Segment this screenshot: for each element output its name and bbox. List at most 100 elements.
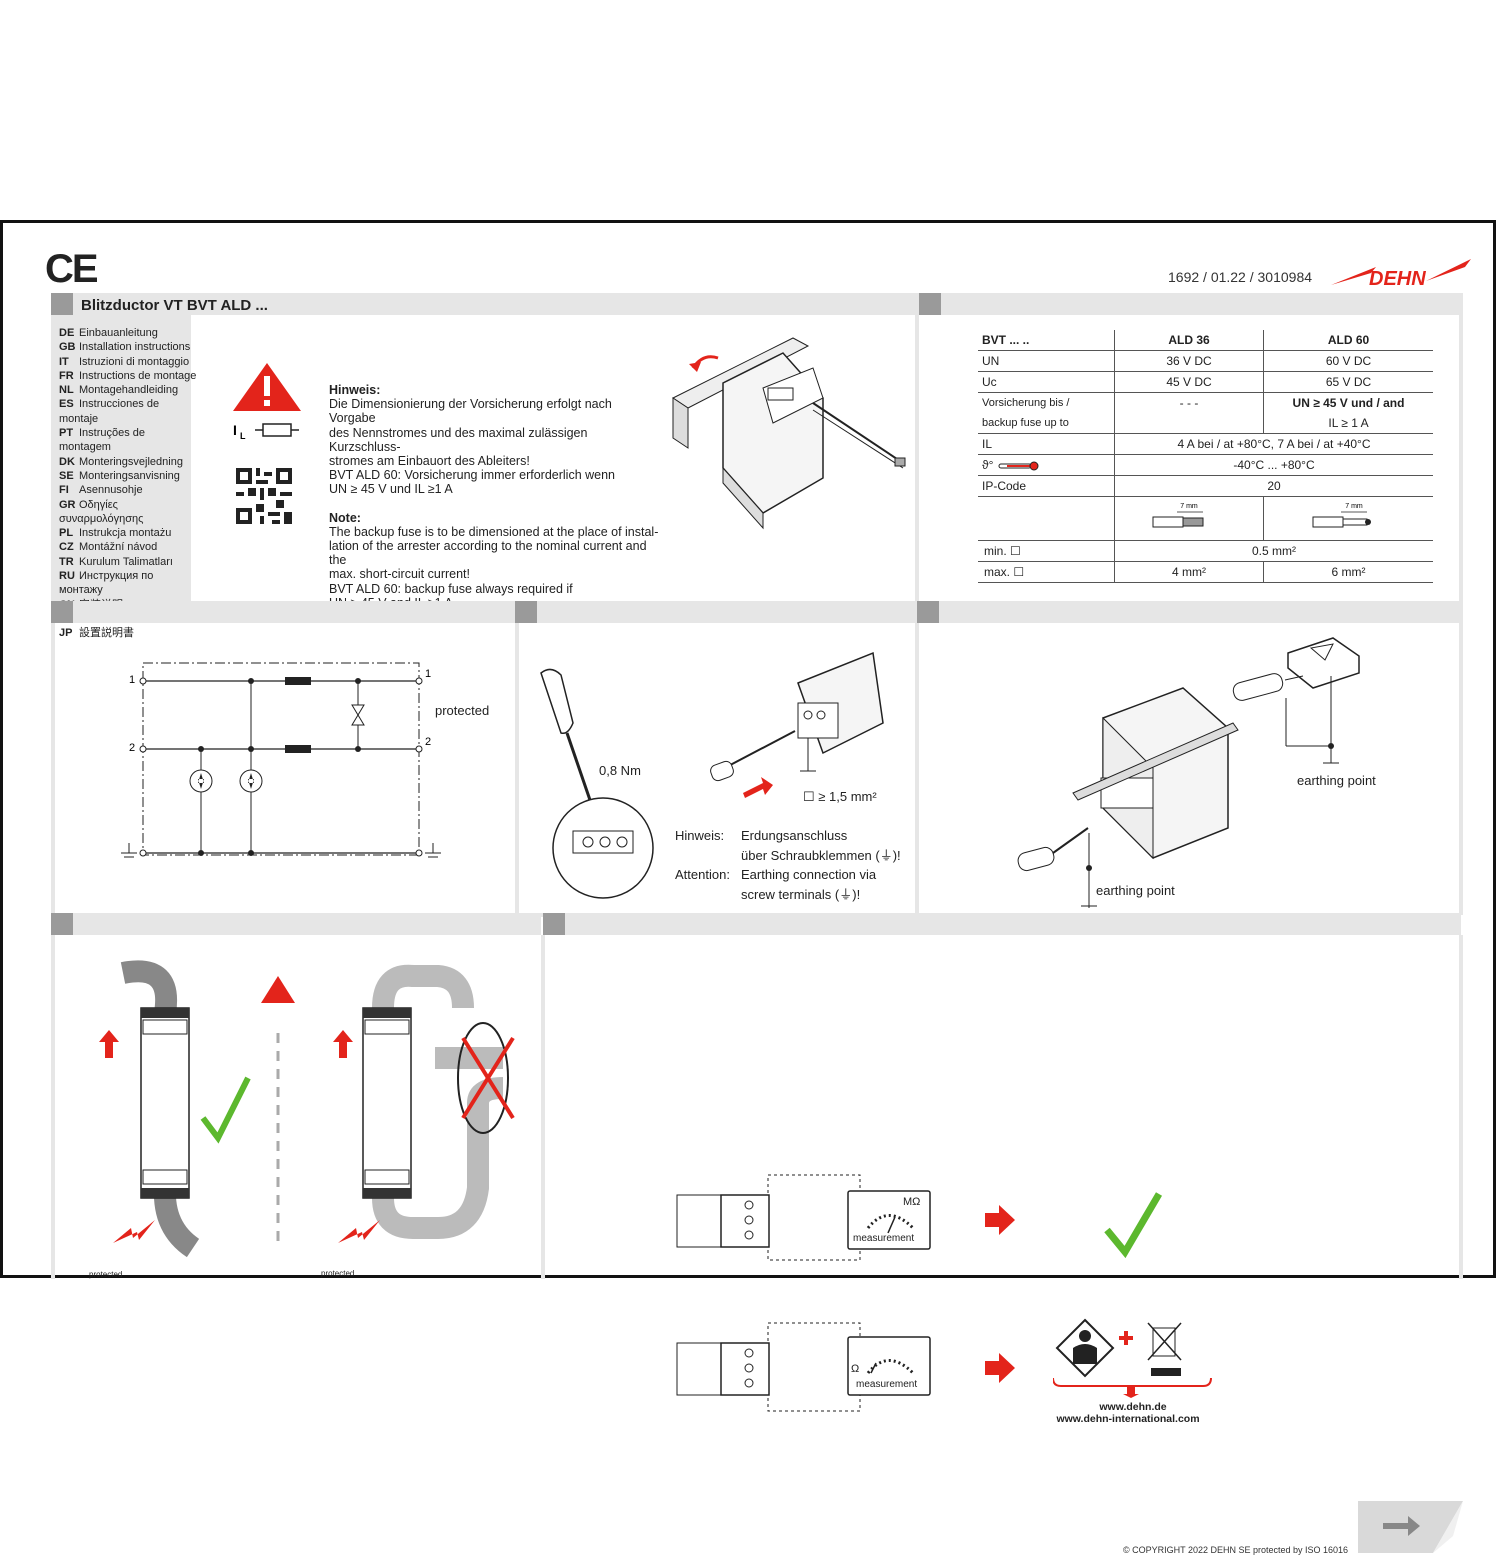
language-code: SE — [59, 469, 74, 482]
divider — [1459, 623, 1463, 915]
spec-value-cell: IL ≥ 1 A — [1263, 413, 1433, 434]
language-code: PT — [59, 427, 74, 440]
language-name: Monteringsvejledning — [79, 455, 183, 468]
section-bar — [515, 601, 919, 623]
ce-mark: CE — [45, 247, 99, 291]
language-code: GB — [59, 341, 76, 354]
svg-text:1: 1 — [425, 668, 431, 680]
protected-label: protected — [321, 1269, 355, 1278]
language-code: PL — [59, 527, 74, 540]
screwdriver-illustration — [540, 668, 654, 899]
spec-value-cell — [1114, 413, 1264, 434]
spec-value-cell: 20 — [1114, 475, 1433, 497]
measurement-illustration — [676, 1174, 931, 1412]
note-en-line: BVT ALD 60: backup fuse always required … — [329, 581, 573, 596]
spec-header-cell: ALD 60 — [1263, 330, 1433, 351]
svg-text:7 mm: 7 mm — [1345, 503, 1363, 510]
dehn-logo: DEHN — [1331, 259, 1471, 290]
language-name: Инструкция по монтажу — [59, 570, 154, 597]
protected-label: protected — [435, 703, 490, 718]
spec-label-cell: Vorsicherung bis / — [982, 397, 1070, 409]
language-code: FI — [59, 484, 69, 497]
website-link[interactable]: www.dehn-international.com — [1056, 1413, 1200, 1425]
fuse-icon: I L — [233, 422, 299, 441]
stranded-wire-icon: 7 mm — [1152, 503, 1204, 528]
language-code: ES — [59, 398, 74, 411]
section-bar — [51, 293, 919, 315]
svg-text:7 mm: 7 mm — [1180, 503, 1198, 510]
wiring-comparison-illustration — [99, 960, 515, 1258]
instruction-sheet: CE 1692 / 01.22 / 3010984 DEHN Blitzduct… — [0, 220, 1496, 1555]
spec-value-cell: -40°C ... +80°C — [1114, 454, 1433, 476]
solid-wire-cell: 7 mm — [1263, 496, 1433, 541]
language-name: Instrukcja montażu — [79, 527, 172, 540]
note-de-line: Die Dimensionierung der Vorsicherung erf… — [329, 397, 612, 426]
divider — [515, 623, 519, 913]
torque-label: 0,8 Nm — [599, 763, 641, 778]
spec-label-cell: UN — [978, 350, 1115, 372]
language-code: IT — [59, 355, 69, 368]
section-bar — [917, 601, 1463, 623]
language-name: Monteringsanvisning — [79, 469, 180, 482]
hint-en-text: screw terminals (⏚)! — [741, 886, 861, 902]
language-code: TR — [59, 555, 74, 568]
arrow-right-icon — [985, 1353, 1015, 1383]
section-bar — [543, 913, 1461, 935]
divider — [51, 623, 55, 915]
language-code: GR — [59, 498, 76, 511]
section-bar — [51, 601, 515, 623]
spec-header-cell: BVT ... .. — [978, 330, 1115, 351]
spec-value-cell: 36 V DC — [1114, 350, 1264, 372]
hint-en-text: Earthing connection via — [741, 867, 877, 882]
language-name: Asennusohje — [79, 484, 143, 497]
language-name: Istruzioni di montaggio — [79, 355, 190, 368]
note-en-line: lation of the arrester according to the … — [329, 539, 647, 568]
earthing-point-label: earthing point — [1297, 773, 1376, 788]
spec-value-cell: 65 V DC — [1263, 371, 1433, 393]
spec-label-cell: min. ☐ — [978, 540, 1115, 562]
qr-code-icon — [236, 468, 292, 524]
measurement-label: measurement — [856, 1379, 918, 1390]
stranded-wire-cell: 7 mm — [1114, 496, 1264, 541]
language-name: 設置説明書 — [79, 627, 134, 640]
spec-header-cell: ALD 36 — [1114, 330, 1264, 351]
measurement-label: measurement — [853, 1233, 915, 1244]
language-code: NL — [59, 384, 74, 397]
website-link[interactable]: www.dehn.de — [1099, 1401, 1167, 1413]
page-turn-icon — [1358, 1501, 1463, 1553]
language-name: Montagehandleiding — [79, 384, 179, 397]
spec-value-cell: UN ≥ 45 V und / and — [1263, 392, 1433, 413]
arrow-right-icon — [985, 1205, 1015, 1235]
spec-label-cell: max. ☐ — [978, 561, 1115, 583]
hint-de-label: Hinweis: — [675, 828, 725, 843]
spec-value-cell: 45 V DC — [1114, 371, 1264, 393]
language-name: Instrucciones de montaje — [59, 398, 160, 425]
megaohm-unit: MΩ — [903, 1196, 921, 1208]
svg-text:I: I — [233, 422, 237, 438]
language-name: Kurulum Talimatları — [79, 555, 173, 568]
language-name: Instructions de montage — [79, 369, 197, 382]
svg-text:DEHN: DEHN — [1369, 268, 1426, 290]
language-code: RU — [59, 570, 75, 583]
spec-value-cell: 6 mm² — [1263, 561, 1433, 583]
check-icon — [1104, 1192, 1163, 1258]
protected-label: protected — [89, 1270, 123, 1279]
spec-value-cell: 0.5 mm² — [1114, 540, 1433, 562]
svg-text:1: 1 — [129, 674, 135, 686]
divider — [915, 623, 919, 913]
language-name: Installation instructions — [79, 341, 191, 354]
language-code: DE — [59, 327, 75, 339]
language-code: JP — [59, 627, 73, 640]
note-de-line: des Nennstromes und des maximal zulässig… — [329, 425, 588, 454]
language-column — [51, 315, 191, 601]
min-wire-label: ☐ ≥ 1,5 mm² — [803, 789, 877, 804]
